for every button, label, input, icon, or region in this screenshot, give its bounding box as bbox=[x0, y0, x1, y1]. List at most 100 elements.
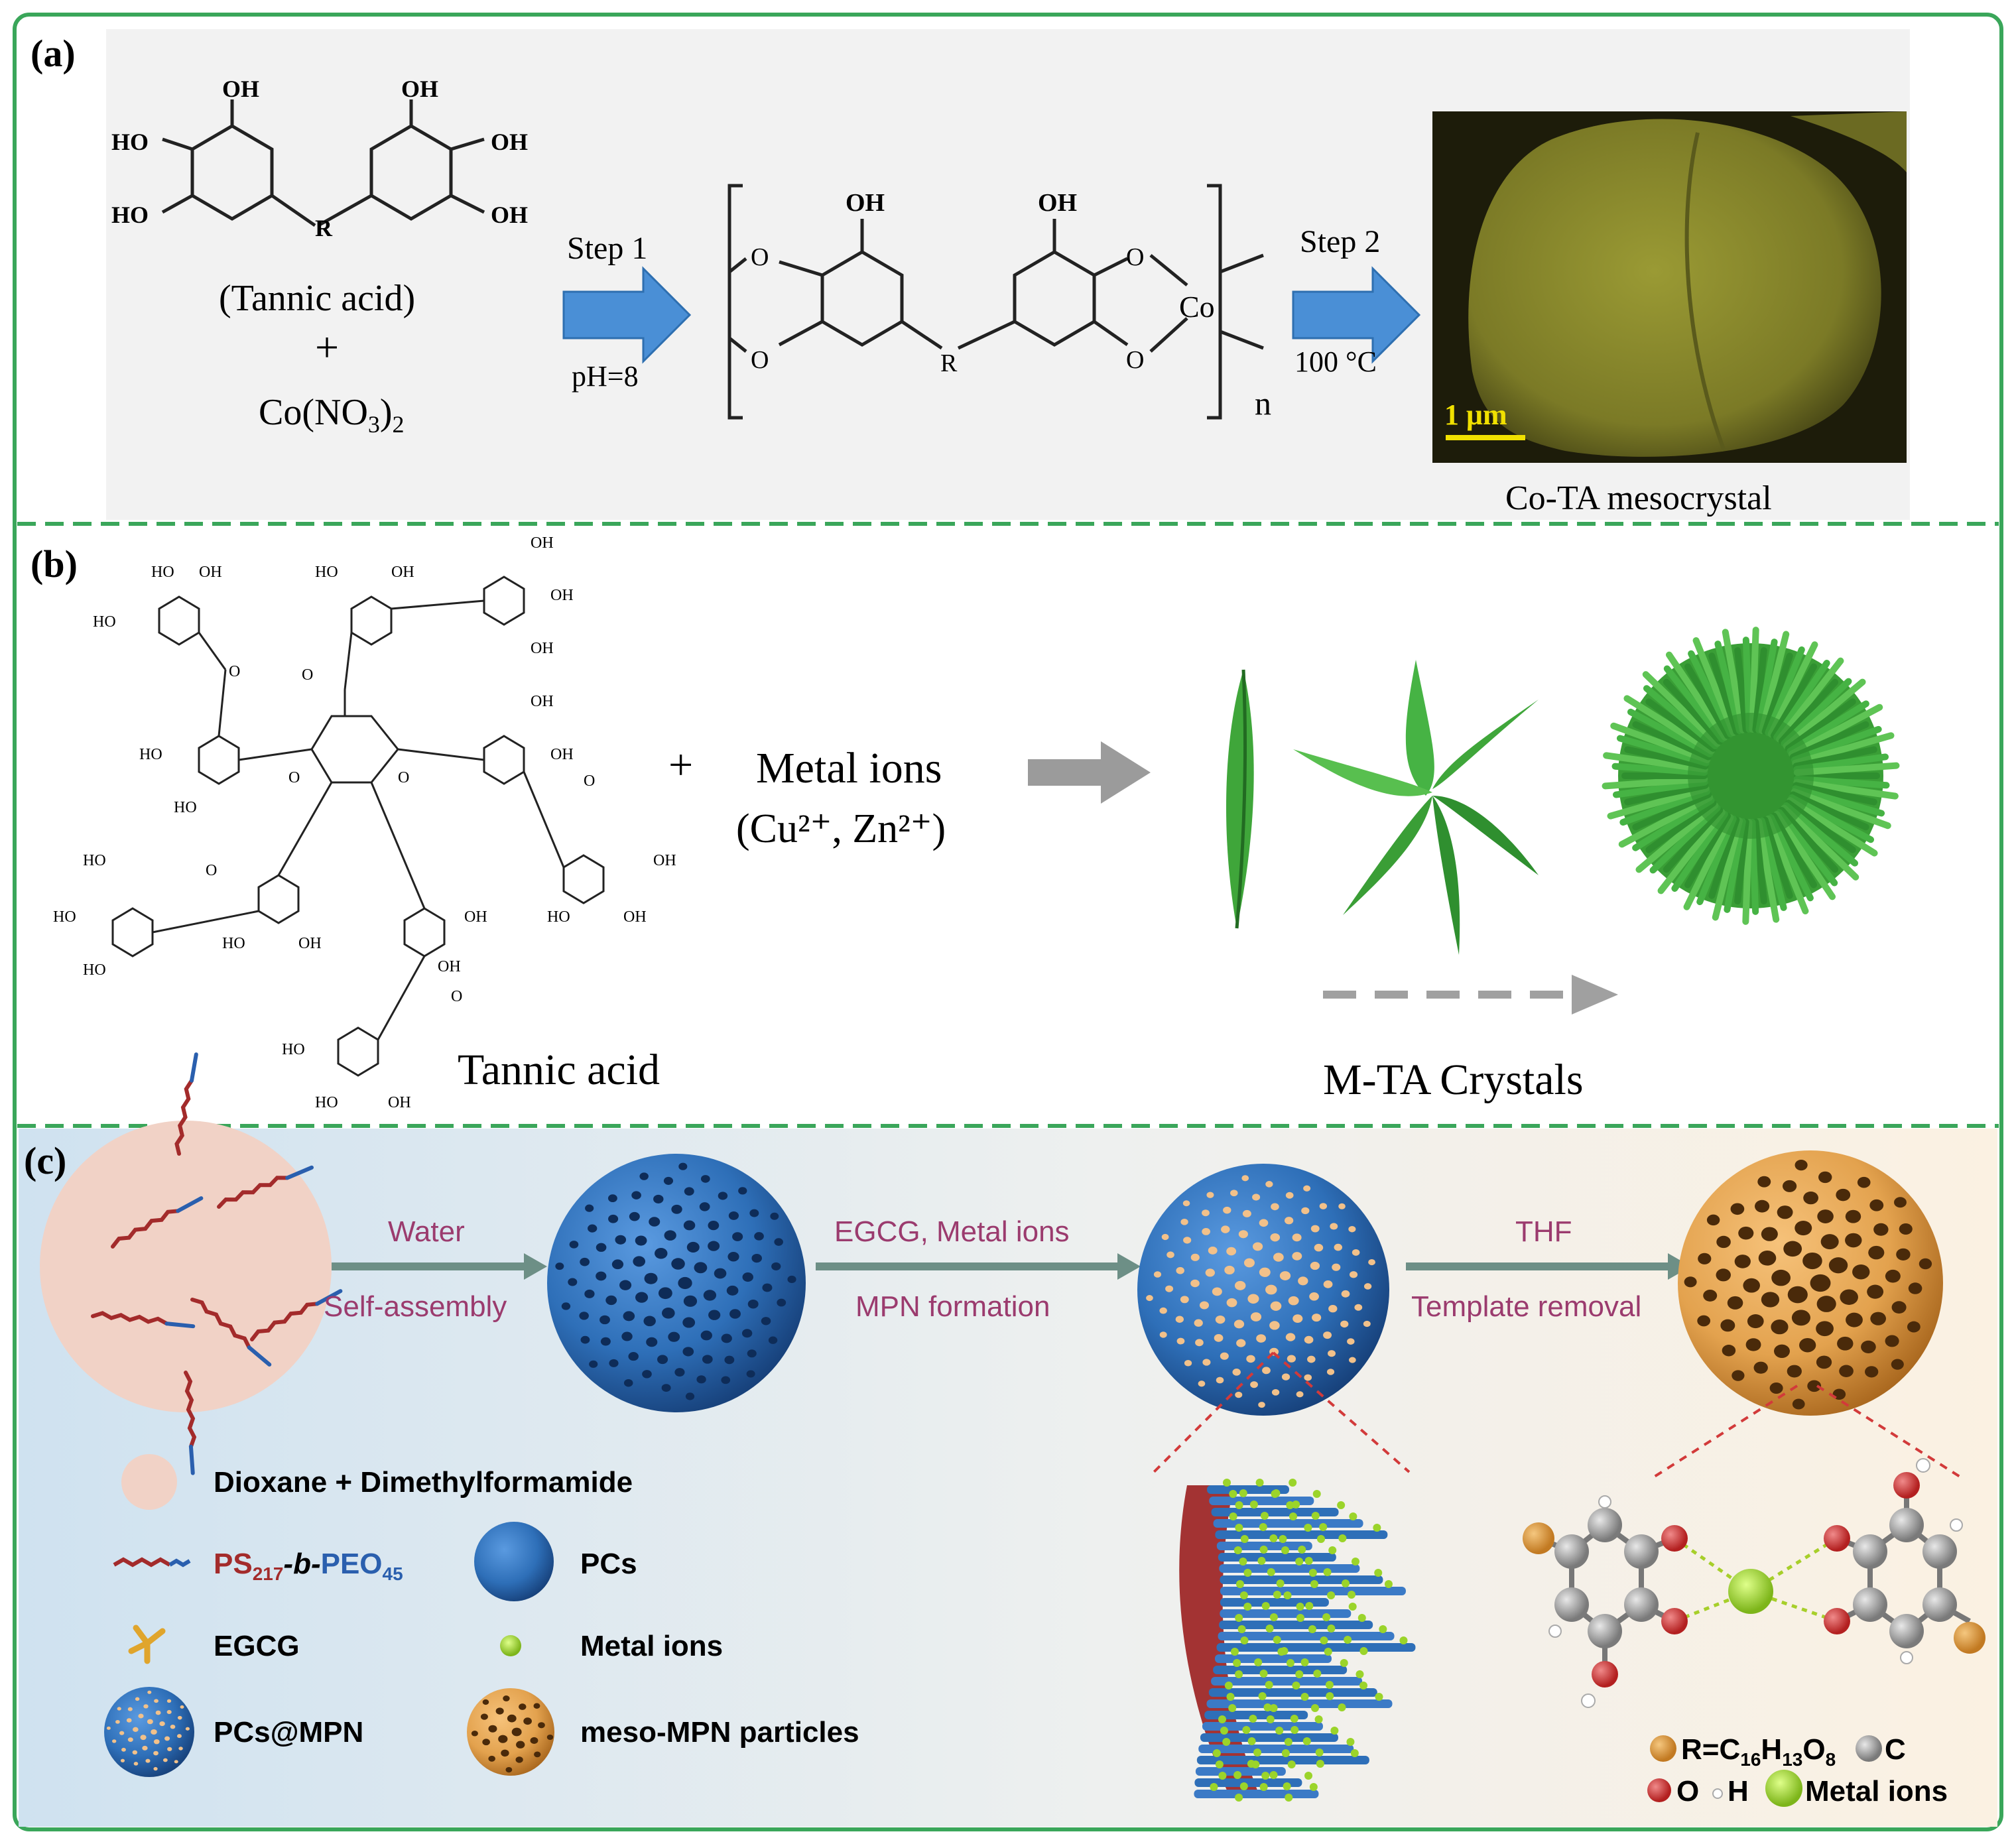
pore bbox=[683, 1220, 696, 1231]
meso-pore bbox=[516, 1741, 525, 1749]
legend-metal-icon bbox=[500, 1635, 521, 1656]
meso-pore bbox=[1885, 1269, 1901, 1283]
pore bbox=[741, 1329, 753, 1338]
mpn-dot bbox=[1309, 1292, 1319, 1301]
metal-dot bbox=[1239, 1489, 1247, 1497]
urchin-spike bbox=[1618, 794, 1714, 848]
meso-pore bbox=[1698, 1253, 1712, 1264]
mpn-dot bbox=[1256, 1334, 1267, 1343]
metal-dot bbox=[1300, 1658, 1309, 1666]
meso-pore bbox=[515, 1756, 523, 1763]
metal-dot bbox=[1357, 1614, 1366, 1622]
meso-pore bbox=[1885, 1335, 1899, 1347]
tannic-acid-structure bbox=[111, 576, 605, 1077]
mpn-dot bbox=[1183, 1237, 1192, 1244]
b-o-2: O bbox=[229, 663, 240, 680]
metal-dot bbox=[1261, 1772, 1270, 1780]
pore bbox=[683, 1295, 698, 1307]
metal-dot bbox=[1310, 1580, 1318, 1588]
pore bbox=[718, 1192, 728, 1200]
ta-oh-2: OH bbox=[491, 129, 528, 155]
legend-pcs-label: PCs bbox=[580, 1548, 637, 1580]
mpn-dot bbox=[1314, 1243, 1324, 1252]
mpn-dot bbox=[1323, 1331, 1332, 1339]
metal-dot bbox=[1223, 1479, 1231, 1487]
panel-c-background bbox=[19, 1129, 1997, 1827]
mpn-dot bbox=[140, 1735, 147, 1741]
b-o-7: O bbox=[451, 988, 462, 1005]
brush-rod bbox=[1219, 1564, 1360, 1573]
component-legend: Dioxane + Dimethylformamide PS217-b-PEO4… bbox=[104, 1454, 859, 1777]
complex-n: n bbox=[1255, 385, 1271, 422]
pore bbox=[708, 1241, 720, 1251]
mpn-dot bbox=[1323, 1280, 1333, 1288]
metal-dot bbox=[1235, 1614, 1243, 1622]
pore bbox=[761, 1317, 771, 1325]
meso-pore bbox=[546, 1734, 554, 1741]
meso-pore bbox=[1894, 1197, 1907, 1208]
meso-pore bbox=[1820, 1234, 1839, 1250]
brush-rod bbox=[1211, 1508, 1339, 1516]
ta-ho-1: HO bbox=[111, 129, 149, 155]
product-label: Co-TA mesocrystal bbox=[1505, 479, 1772, 517]
pore bbox=[607, 1194, 617, 1203]
brush-rod bbox=[1213, 1666, 1348, 1674]
metal-dot bbox=[1254, 1658, 1263, 1666]
pore bbox=[694, 1262, 708, 1274]
process-arrows: Water Self-assembly EGCG, Metal ions MPN… bbox=[324, 1215, 1691, 1323]
meso-pore bbox=[511, 1727, 522, 1737]
mpn-dot bbox=[176, 1734, 182, 1739]
metal-dot bbox=[1259, 1523, 1267, 1531]
metal-dot bbox=[1237, 1625, 1246, 1633]
meso-pore bbox=[498, 1735, 508, 1743]
b-ho-11: HO bbox=[315, 1094, 338, 1111]
mpn-dot bbox=[1220, 1352, 1229, 1360]
mpn-dot bbox=[1348, 1226, 1356, 1233]
urchin-spike bbox=[1776, 657, 1844, 743]
pore bbox=[631, 1191, 641, 1199]
mpn-dot bbox=[1238, 1230, 1248, 1239]
metal-dot bbox=[1319, 1523, 1328, 1531]
pore bbox=[742, 1272, 753, 1282]
legend-copolymer-label: PS217-b-PEO45 bbox=[214, 1548, 403, 1584]
metal-dot bbox=[1295, 1670, 1304, 1678]
meso-pore bbox=[1769, 1382, 1783, 1394]
metal-dot bbox=[1260, 1512, 1269, 1520]
meso-pore bbox=[1722, 1345, 1736, 1357]
metal-dot bbox=[1251, 1760, 1260, 1768]
meso-pore bbox=[1792, 1398, 1805, 1410]
mpn-dot bbox=[1234, 1280, 1246, 1290]
mpn-dot bbox=[1241, 1175, 1249, 1182]
meso-pore bbox=[1716, 1235, 1731, 1249]
b-oh-14: OH bbox=[388, 1094, 411, 1111]
b-o-1: O bbox=[302, 666, 313, 684]
mpn-dot bbox=[143, 1704, 149, 1709]
mpn-dot bbox=[1252, 1194, 1261, 1201]
mpn-dot bbox=[1310, 1261, 1320, 1270]
mpn-dot bbox=[111, 1739, 117, 1743]
metal-dot bbox=[1308, 1625, 1316, 1633]
pore bbox=[685, 1392, 695, 1400]
mpn-dot bbox=[177, 1715, 182, 1720]
metal-dot bbox=[1292, 1501, 1300, 1508]
mpn-dot bbox=[1176, 1266, 1184, 1274]
metal-dot bbox=[1355, 1670, 1364, 1678]
pore bbox=[633, 1256, 646, 1267]
mpn-dot bbox=[164, 1736, 170, 1741]
meso-pore bbox=[1791, 1310, 1810, 1326]
plus-b: + bbox=[668, 741, 693, 789]
metal-dot bbox=[1322, 1613, 1331, 1621]
metal-dot bbox=[1359, 1647, 1368, 1655]
mpn-dot bbox=[1328, 1305, 1338, 1313]
metal-dot bbox=[1286, 1659, 1294, 1667]
pore bbox=[747, 1349, 757, 1358]
metal-dot bbox=[1273, 1636, 1281, 1644]
pore bbox=[729, 1309, 741, 1319]
pore bbox=[664, 1230, 676, 1241]
metal-dot bbox=[1305, 1602, 1314, 1610]
mpn-dot bbox=[166, 1699, 172, 1703]
mpn-dot bbox=[1262, 1367, 1271, 1375]
pore bbox=[747, 1299, 759, 1309]
mpn-dot bbox=[1304, 1335, 1314, 1344]
meso-pore bbox=[533, 1703, 540, 1709]
